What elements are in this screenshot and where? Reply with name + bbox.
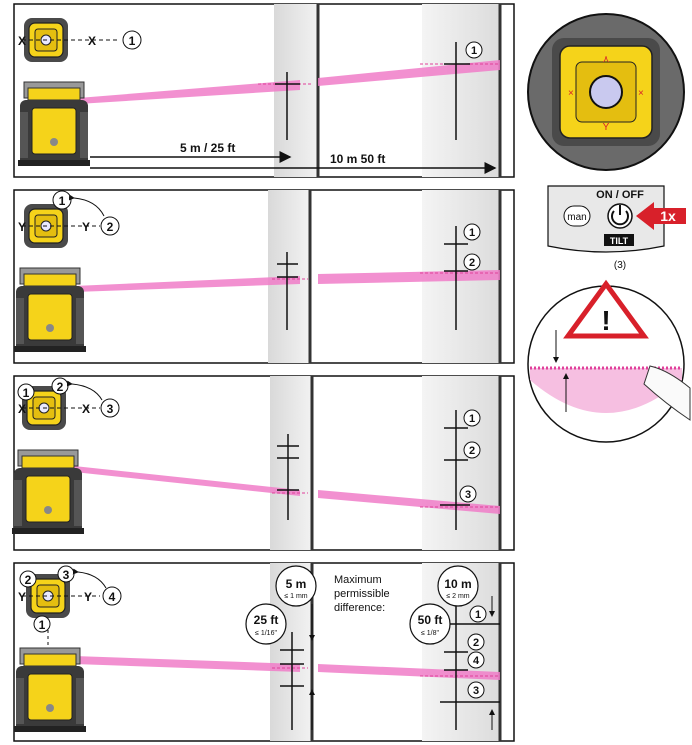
wall-marker-2: 2 [469, 257, 475, 269]
laser-device-icon [17, 81, 91, 167]
panel-4: 1 2 4 3 5 m ≤ 1 mm 25 ft ≤ 1/16" Maximum… [13, 562, 515, 742]
tol-10m-val: ≤ 2 mm [446, 593, 469, 600]
callout-top: 2 [57, 380, 64, 394]
rotate-arrow-icon [66, 380, 103, 401]
tol-25ft-dist: 25 ft [254, 613, 279, 627]
axis-left-label: X [18, 402, 26, 416]
axis-left-label: Y [18, 220, 26, 234]
tol-10m-dist: 10 m [444, 577, 471, 591]
svg-text:×: × [638, 88, 644, 99]
callout-1: 1 [129, 34, 136, 48]
rotate-arrow-icon [68, 194, 105, 217]
callout-right: 2 [107, 220, 114, 234]
wall-marker-1: 1 [469, 413, 475, 425]
axis-right-label: X [88, 34, 96, 48]
wall-marker-3: 3 [473, 685, 479, 697]
laser-device-icon [11, 449, 85, 535]
tol-5m-dist: 5 m [286, 577, 307, 591]
svg-text:⋏: ⋏ [602, 54, 609, 65]
axis-left-label: X [18, 34, 26, 48]
laser-device-icon [13, 267, 87, 353]
wall-marker-2: 2 [469, 445, 475, 457]
svg-text:×: × [568, 88, 574, 99]
caption-line-1: Maximum [334, 574, 382, 586]
axis-right-label: X [82, 402, 90, 416]
caption-line-3: difference: [334, 602, 385, 614]
axis-left-label: Y [18, 590, 26, 604]
panel-1: 1 X X 1 5 m / 25 ft 10 m 50 ft [13, 3, 515, 178]
control-panel: man ON / OFF TILT 1x (3) [547, 185, 686, 271]
warning-symbol: ! [601, 305, 610, 336]
distance-far: 10 m 50 ft [330, 152, 385, 166]
callout-right: 4 [109, 590, 116, 604]
wall-marker-3: 3 [465, 489, 471, 501]
wall-marker-1: 1 [471, 45, 477, 57]
svg-text:Y: Y [603, 122, 610, 133]
axis-right-label: Y [82, 220, 90, 234]
device-top-closeup: ⋏ Y × × [527, 13, 685, 171]
tol-25ft-val: ≤ 1/16" [255, 630, 277, 637]
press-arrow-icon [636, 202, 686, 230]
wall-marker-1: 1 [469, 227, 475, 239]
figure-ref: (3) [614, 260, 626, 271]
callout-left: 2 [25, 573, 32, 587]
man-button-label: man [567, 212, 586, 223]
panel-3: 1 2 3 X X 1 2 3 [11, 375, 515, 551]
warning-closeup: ! [527, 279, 691, 443]
wall-marker-2: 2 [473, 637, 479, 649]
callout-bottom: 1 [39, 618, 46, 632]
press-count: 1x [660, 208, 676, 224]
hand-icon [643, 365, 691, 421]
power-label: ON / OFF [596, 189, 644, 201]
wall-marker-4: 4 [473, 655, 480, 667]
warning-icon [563, 279, 649, 339]
callout-top: 3 [63, 568, 70, 582]
axis-right-label: Y [84, 590, 92, 604]
tol-50ft-val: ≤ 1/8" [421, 630, 440, 637]
callout-top: 1 [59, 194, 66, 208]
laser-device-icon [13, 647, 87, 733]
tilt-label: TILT [610, 236, 629, 246]
distance-near: 5 m / 25 ft [180, 141, 235, 155]
rotate-arrow-icon [72, 568, 107, 589]
caption-line-2: permissible [334, 588, 390, 600]
callout-right: 3 [107, 402, 114, 416]
tol-50ft-dist: 50 ft [418, 613, 443, 627]
tol-5m-val: ≤ 1 mm [284, 593, 307, 600]
callout-left: 1 [23, 386, 30, 400]
panel-2: 1 2 Y Y 1 2 [13, 189, 515, 364]
wall-marker-1: 1 [475, 609, 481, 621]
